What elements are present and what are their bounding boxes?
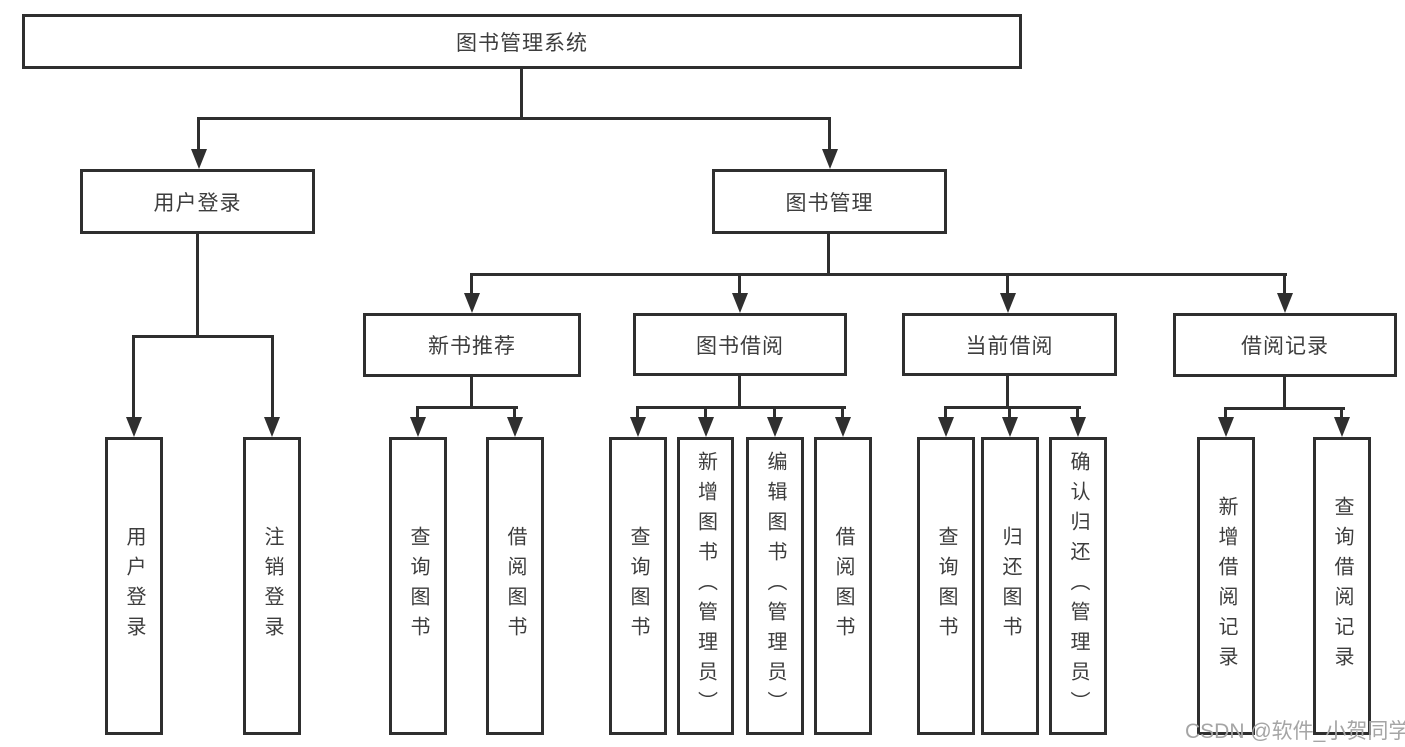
leaf-label: 用户登录	[123, 526, 145, 646]
arrow-down-icon	[630, 417, 646, 437]
node-borrow-record: 借阅记录	[1173, 313, 1397, 377]
leaf-user-login: 用户登录	[105, 437, 163, 735]
connector-line	[636, 406, 639, 419]
leaf-borrow-book-1: 借阅图书	[486, 437, 544, 735]
leaf-label: 新增图书（管理员）	[694, 451, 717, 721]
leaf-label: 借阅图书	[832, 526, 854, 646]
connector-line	[1224, 407, 1345, 410]
connector-line	[773, 406, 776, 419]
node-user-login: 用户登录	[80, 169, 315, 234]
arrow-down-icon	[1334, 417, 1350, 437]
connector-line	[470, 273, 1287, 276]
leaf-label: 归还图书	[999, 526, 1021, 646]
connector-line	[1283, 273, 1286, 295]
leaf-add-book: 新增图书（管理员）	[677, 437, 734, 735]
connector-line	[1283, 377, 1286, 408]
connector-line	[738, 273, 741, 295]
leaf-query-book-1: 查询图书	[389, 437, 447, 735]
arrow-down-icon	[835, 417, 851, 437]
connector-line	[636, 406, 846, 409]
arrow-down-icon	[938, 417, 954, 437]
connector-line	[1008, 406, 1011, 419]
arrow-down-icon	[767, 417, 783, 437]
connector-line	[520, 69, 523, 117]
arrow-down-icon	[822, 149, 838, 169]
node-book-borrow: 图书借阅	[633, 313, 847, 376]
connector-line	[513, 406, 516, 419]
leaf-query-book-2: 查询图书	[609, 437, 667, 735]
connector-line	[132, 335, 274, 338]
arrow-down-icon	[464, 293, 480, 313]
leaf-label: 查询图书	[935, 526, 957, 646]
leaf-confirm-return: 确认归还（管理员）	[1049, 437, 1107, 735]
arrow-down-icon	[264, 417, 280, 437]
leaf-edit-book: 编辑图书（管理员）	[746, 437, 804, 735]
leaf-add-borrow-record: 新增借阅记录	[1197, 437, 1255, 735]
connector-line	[828, 117, 831, 151]
csdn-watermark: CSDN @软件_小贺同学	[1185, 720, 1405, 743]
connector-line	[841, 406, 844, 419]
connector-line	[944, 406, 1081, 409]
connector-line	[1224, 407, 1227, 419]
connector-line	[704, 406, 707, 419]
leaf-label: 新增借阅记录	[1215, 496, 1237, 676]
connector-line	[1076, 406, 1079, 419]
leaf-label: 注销登录	[261, 526, 283, 646]
arrow-down-icon	[1277, 293, 1293, 313]
leaf-label: 查询图书	[407, 526, 429, 646]
arrow-down-icon	[191, 149, 207, 169]
node-root: 图书管理系统	[22, 14, 1022, 69]
leaf-query-borrow-record: 查询借阅记录	[1313, 437, 1371, 735]
arrow-down-icon	[1070, 417, 1086, 437]
arrow-down-icon	[698, 417, 714, 437]
arrow-down-icon	[1218, 417, 1234, 437]
connector-line	[470, 377, 473, 407]
connector-line	[196, 234, 199, 335]
arrow-down-icon	[1000, 293, 1016, 313]
connector-line	[1006, 376, 1009, 407]
connector-line	[416, 406, 518, 409]
connector-line	[271, 335, 274, 419]
node-current-borrow: 当前借阅	[902, 313, 1117, 376]
connector-line	[416, 406, 419, 419]
arrow-down-icon	[410, 417, 426, 437]
connector-line	[827, 234, 830, 273]
arrow-down-icon	[732, 293, 748, 313]
leaf-label: 查询图书	[627, 526, 649, 646]
node-book-management: 图书管理	[712, 169, 947, 234]
connector-line	[944, 406, 947, 419]
connector-line	[132, 335, 135, 419]
leaf-label: 查询借阅记录	[1331, 496, 1353, 676]
leaf-label: 确认归还（管理员）	[1067, 451, 1089, 721]
arrow-down-icon	[507, 417, 523, 437]
leaf-logout: 注销登录	[243, 437, 301, 735]
connector-line	[1340, 407, 1343, 419]
connector-line	[197, 117, 200, 151]
leaf-label: 借阅图书	[504, 526, 526, 646]
leaf-return-book: 归还图书	[981, 437, 1039, 735]
connector-line	[470, 273, 473, 295]
leaf-label: 编辑图书（管理员）	[764, 451, 786, 721]
node-new-book-recommend: 新书推荐	[363, 313, 581, 377]
connector-line	[1006, 273, 1009, 295]
connector-line	[738, 376, 741, 407]
leaf-query-book-3: 查询图书	[917, 437, 975, 735]
connector-line	[198, 117, 831, 120]
arrow-down-icon	[1002, 417, 1018, 437]
leaf-borrow-book-2: 借阅图书	[814, 437, 872, 735]
arrow-down-icon	[126, 417, 142, 437]
